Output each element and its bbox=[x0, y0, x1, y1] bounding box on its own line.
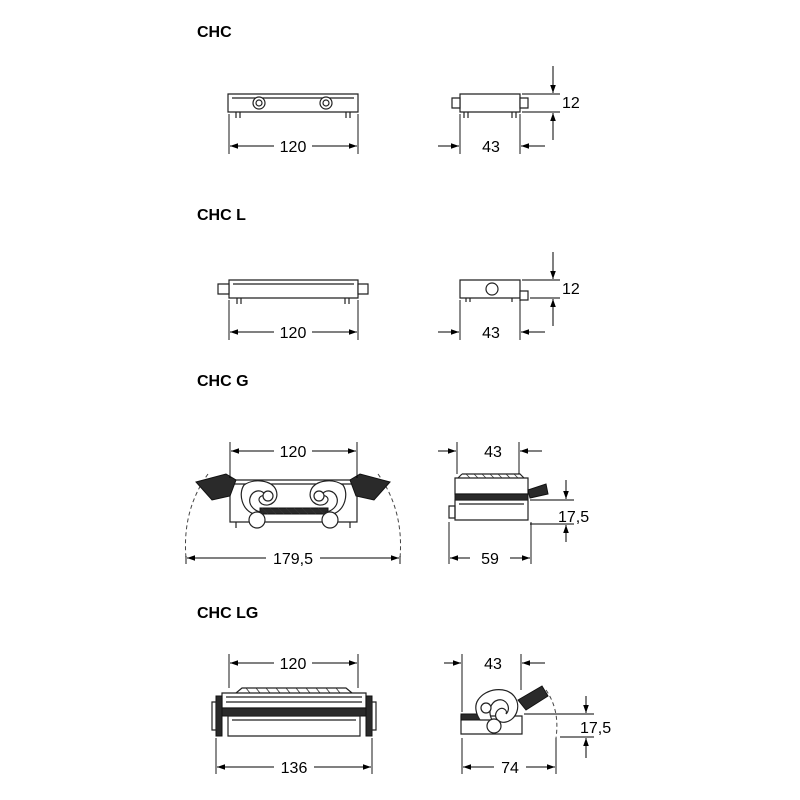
depth-dimension: 43 bbox=[438, 442, 542, 474]
overall-depth-label: 59 bbox=[481, 551, 499, 568]
width-dimension: 120 bbox=[229, 442, 358, 478]
height-label: 17,5 bbox=[580, 720, 611, 737]
overall-width-label: 179,5 bbox=[273, 551, 313, 568]
section-title: CHC G bbox=[197, 373, 249, 390]
height-dimension: 17,5 bbox=[530, 480, 589, 542]
width-label: 120 bbox=[280, 656, 307, 673]
width-dimension: 120 bbox=[228, 300, 359, 342]
width-dimension: 120 bbox=[228, 654, 359, 688]
front-view bbox=[211, 687, 377, 737]
overall-width-dimension: 136 bbox=[215, 738, 373, 777]
section-title: CHC LG bbox=[197, 605, 258, 622]
overall-depth-dimension: 59 bbox=[448, 522, 532, 568]
front-view bbox=[185, 473, 401, 559]
overall-depth-label: 74 bbox=[501, 760, 519, 777]
depth-label: 43 bbox=[482, 139, 500, 156]
side-view bbox=[451, 93, 529, 118]
overall-width-dimension: 179,5 bbox=[185, 551, 401, 568]
section-chc-l: CHC L 120 43 bbox=[197, 207, 580, 342]
depth-label: 43 bbox=[482, 325, 500, 342]
front-view bbox=[227, 93, 359, 118]
side-view bbox=[460, 685, 558, 739]
overall-width-label: 136 bbox=[281, 760, 308, 777]
width-label: 120 bbox=[280, 139, 307, 156]
height-label: 17,5 bbox=[558, 509, 589, 526]
section-title: CHC bbox=[197, 24, 232, 41]
overall-depth-dimension: 74 bbox=[461, 738, 557, 777]
depth-label: 43 bbox=[484, 656, 502, 673]
height-label: 12 bbox=[562, 281, 580, 298]
section-chc: CHC 120 43 bbox=[197, 24, 580, 156]
width-dimension: 120 bbox=[228, 114, 359, 156]
section-chc-g: CHC G 120 bbox=[185, 373, 589, 568]
depth-label: 43 bbox=[484, 444, 502, 461]
side-view bbox=[459, 279, 529, 302]
width-label: 120 bbox=[280, 325, 307, 342]
height-dimension: 12 bbox=[522, 66, 580, 140]
section-title: CHC L bbox=[197, 207, 246, 224]
front-view bbox=[217, 279, 369, 304]
section-chc-lg: CHC LG 120 136 bbox=[197, 605, 611, 777]
depth-dimension: 43 bbox=[438, 114, 545, 156]
height-label: 12 bbox=[562, 95, 580, 112]
side-view bbox=[448, 473, 549, 521]
width-label: 120 bbox=[280, 444, 307, 461]
height-dimension: 17,5 bbox=[524, 696, 611, 758]
height-dimension: 12 bbox=[522, 252, 580, 326]
depth-dimension: 43 bbox=[444, 654, 545, 712]
depth-dimension: 43 bbox=[438, 300, 545, 342]
